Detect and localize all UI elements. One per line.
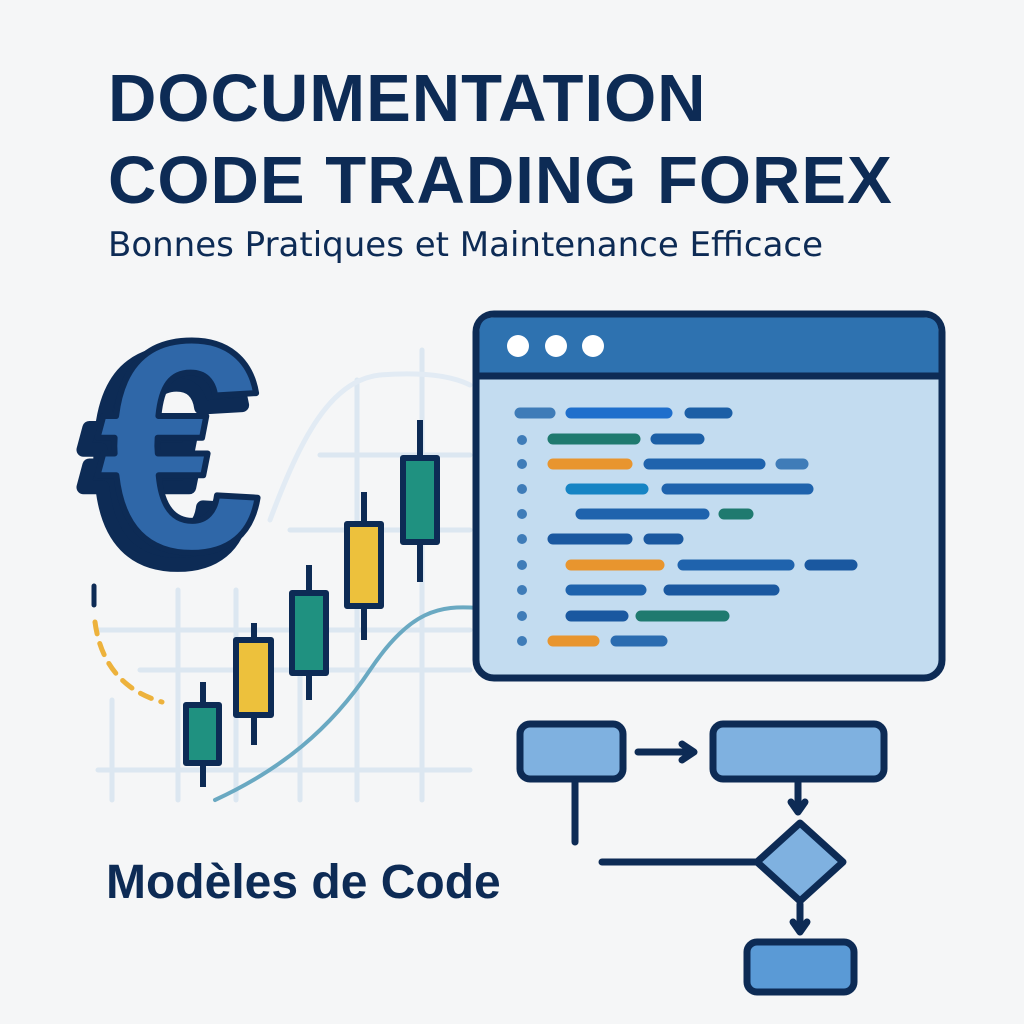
- svg-text:€: €: [82, 290, 249, 626]
- flowchart: [516, 720, 888, 996]
- window-dot-3: [582, 335, 604, 357]
- title-line-1: DOCUMENTATION: [108, 61, 707, 136]
- window-dot-2: [545, 335, 567, 357]
- svg-text:€: €: [96, 278, 263, 614]
- flow-node-process: [709, 720, 888, 783]
- candle-3: [289, 565, 329, 700]
- dashed-arc: [91, 583, 165, 705]
- euro-icon: € €: [75, 275, 266, 633]
- page-title: DOCUMENTATION CODE TRADING FOREX: [108, 58, 893, 222]
- candle-4: [344, 492, 384, 640]
- subtitle: Bonnes Pratiques et Maintenance Efficace: [108, 225, 824, 265]
- trend-line: [213, 605, 480, 802]
- window-dot-1: [507, 335, 529, 357]
- candlestick-chart: [183, 420, 440, 787]
- caption-code-templates: Modèles de Code: [106, 856, 501, 909]
- candle-1: [183, 682, 222, 787]
- candle-5: [400, 420, 440, 582]
- title-line-2: CODE TRADING FOREX: [108, 143, 893, 218]
- code-window: [472, 310, 946, 682]
- flow-node-decision: [753, 819, 847, 905]
- candle-2: [233, 623, 274, 745]
- code-lines: [514, 407, 858, 647]
- flow-node-start: [516, 720, 627, 783]
- flow-node-end: [743, 938, 858, 996]
